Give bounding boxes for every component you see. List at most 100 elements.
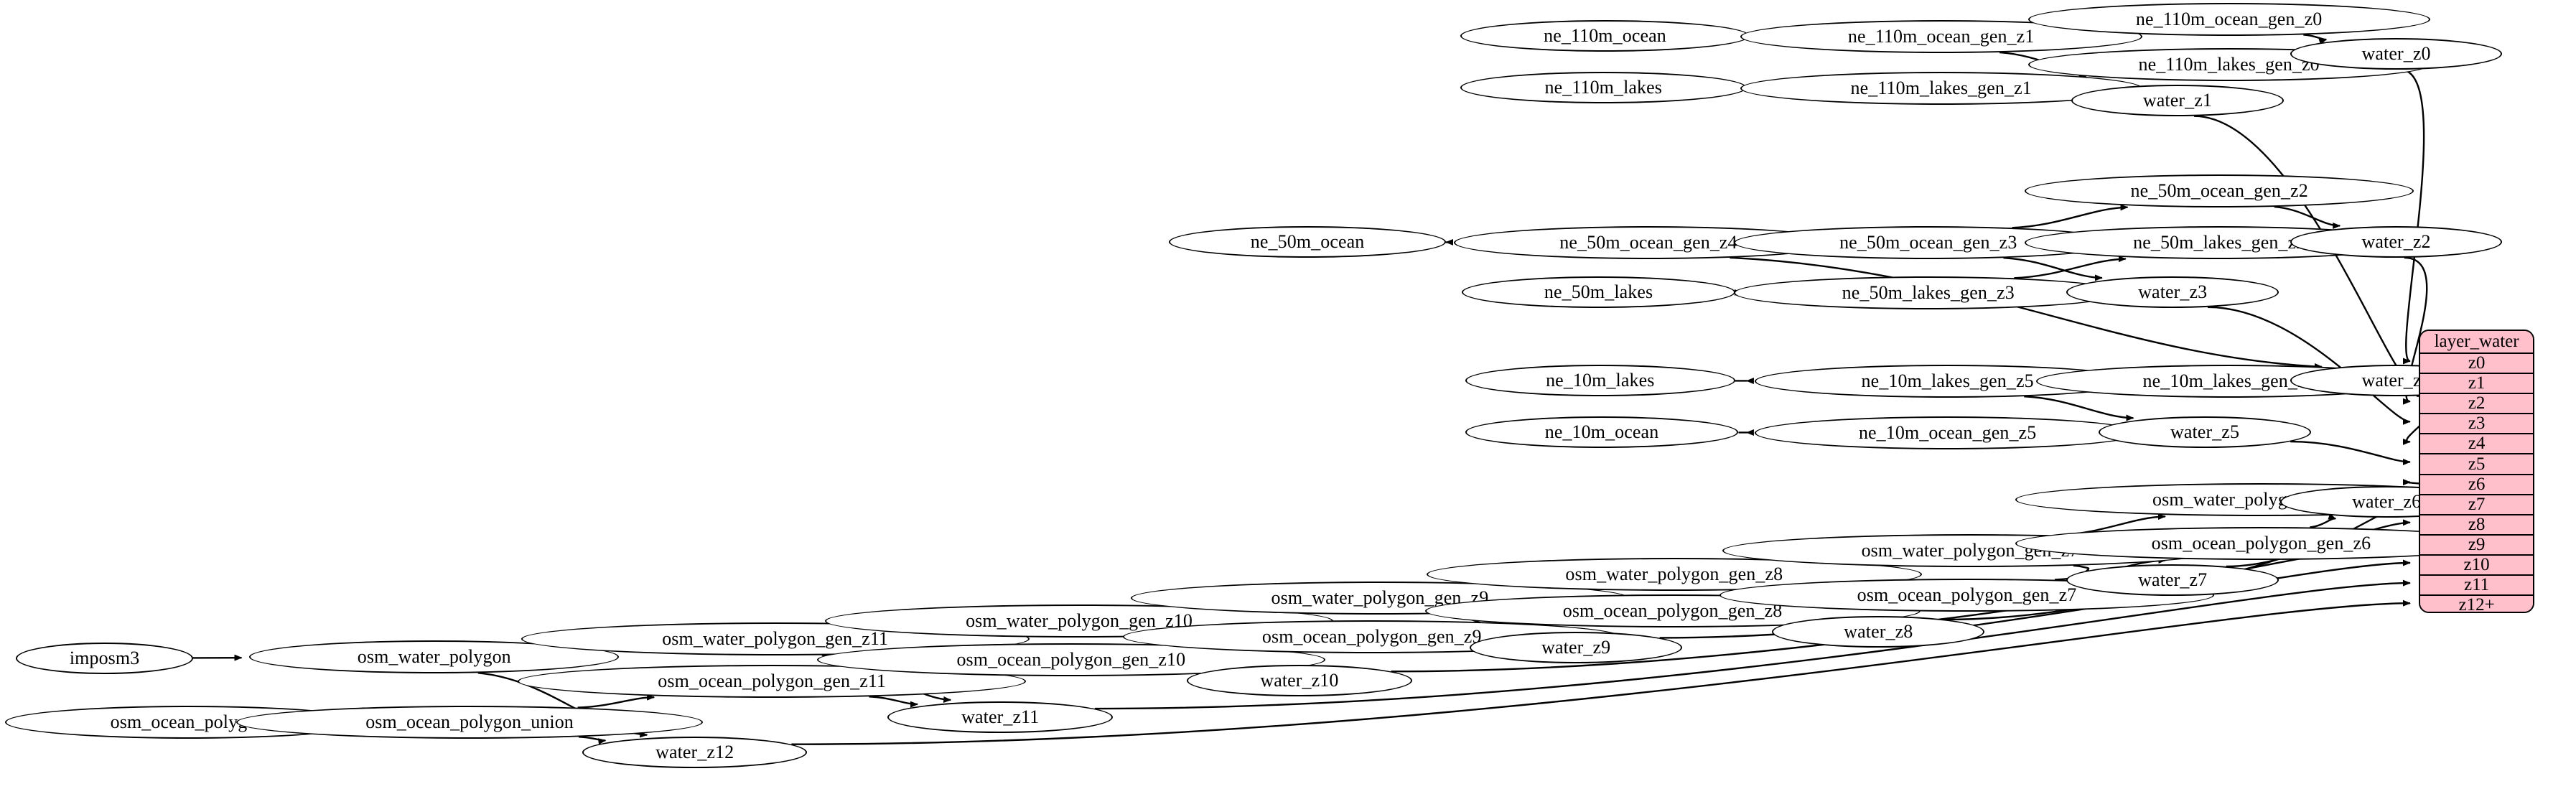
graph-edge: [2003, 257, 2103, 281]
graph-node-osm_ocean_polygon_union[interactable]: osm_ocean_polygon_union: [236, 706, 703, 739]
graph-node-label: imposm3: [69, 648, 140, 668]
graph-node-label: water_z3: [2138, 281, 2208, 302]
legend-row-z6[interactable]: z6: [2419, 473, 2534, 494]
graph-node-label: ne_10m_lakes_gen_z5: [1861, 370, 2034, 391]
legend-row-z7[interactable]: z7: [2419, 493, 2534, 514]
graph-node-osm_water_polygon_gen_z10[interactable]: osm_water_polygon_gen_z10: [825, 604, 1333, 638]
graph-node-label: osm_ocean_polygon_gen_z11: [658, 671, 887, 691]
graph-node-label: ne_110m_ocean_gen_z0: [2135, 9, 2323, 29]
graph-node-label: osm_ocean_polygon_union: [365, 711, 574, 732]
graph-node-label: water_z5: [2170, 421, 2240, 442]
graph-edge: [2290, 440, 2411, 465]
graph-edge: [2400, 68, 2425, 365]
graph-node-label: ne_10m_ocean: [1544, 421, 1659, 442]
graph-node-water_z5[interactable]: water_z5: [2099, 416, 2311, 448]
graph-edge: [2310, 513, 2337, 528]
graph-edge: [791, 599, 2411, 745]
graph-node-label: osm_ocean_polygon_gen_z10: [956, 649, 1186, 670]
graph-node-water_z2[interactable]: water_z2: [2290, 226, 2503, 258]
legend-row-z5[interactable]: z5: [2419, 453, 2534, 474]
graph-node-water_z11[interactable]: water_z11: [887, 701, 1114, 733]
graph-edge: [2303, 34, 2328, 45]
graph-node-label: ne_110m_ocean: [1544, 25, 1666, 46]
legend-row-z10[interactable]: z10: [2419, 554, 2534, 575]
graph-node-label: water_z7: [2138, 569, 2208, 590]
graph-node-label: water_z11: [961, 706, 1040, 727]
graph-node-water_z8[interactable]: water_z8: [1772, 616, 1985, 648]
graph-node-label: ne_50m_lakes_gen_z3: [1842, 282, 2015, 303]
graph-node-water_z10[interactable]: water_z10: [1187, 665, 1412, 696]
graph-node-label: ne_50m_lakes_gen_z2: [2133, 232, 2306, 253]
graph-edge: [2024, 395, 2134, 421]
graph-node-label: ne_10m_lakes_gen_z4: [2142, 370, 2315, 391]
graph-node-label: water_z0: [2361, 43, 2431, 64]
graph-edge: [2012, 204, 2129, 229]
graph-node-label: ne_50m_lakes: [1544, 281, 1653, 302]
graph-node-water_z7[interactable]: water_z7: [2066, 564, 2279, 596]
graph-node-ne_10m_lakes[interactable]: ne_10m_lakes: [1465, 365, 1735, 396]
graph-node-ne_110m_ocean[interactable]: ne_110m_ocean: [1460, 20, 1750, 52]
graph-node-label: water_z10: [1260, 670, 1339, 691]
graph-node-ne_50m_lakes_gen_z3[interactable]: ne_50m_lakes_gen_z3: [1733, 276, 2123, 309]
graph-node-water_z0[interactable]: water_z0: [2290, 38, 2503, 70]
graph-node-ne_50m_ocean[interactable]: ne_50m_ocean: [1169, 226, 1446, 258]
graph-node-label: ne_110m_lakes_gen_z1: [1850, 78, 2032, 98]
legend-row-z11[interactable]: z11: [2419, 574, 2534, 595]
graph-edge: [2274, 205, 2341, 229]
legend-row-z1[interactable]: z1: [2419, 373, 2534, 393]
graph-node-label: water_z8: [1844, 621, 1913, 642]
legend-row-z9[interactable]: z9: [2419, 533, 2534, 554]
graph-node-label: water_z6: [2352, 491, 2422, 512]
graph-node-label: ne_10m_lakes: [1546, 370, 1655, 391]
graph-edge: [577, 694, 655, 709]
graph-node-label: osm_ocean_polygon_gen_z7: [1857, 584, 2077, 605]
graph-node-label: water_z1: [2142, 90, 2212, 111]
graph-node-label: ne_50m_ocean: [1250, 231, 1365, 252]
graph-edge: [1730, 256, 2323, 370]
legend-row-z12plus[interactable]: z12+: [2419, 594, 2534, 612]
graph-node-ne_10m_ocean[interactable]: ne_10m_ocean: [1465, 416, 1739, 448]
legend-row-z8[interactable]: z8: [2419, 513, 2534, 534]
graph-node-water_z3[interactable]: water_z3: [2066, 276, 2279, 308]
graph-edge: [2208, 306, 2411, 425]
graph-edge: [2073, 564, 2090, 576]
graph-node-label: water_z9: [1541, 637, 1611, 658]
graph-node-label: ne_110m_lakes_gen_z0: [2138, 54, 2320, 75]
legend-row-z0[interactable]: z0: [2419, 353, 2534, 373]
graph-node-label: ne_110m_ocean_gen_z1: [1847, 26, 2035, 47]
graph-node-label: osm_ocean_polygon_gen_z8: [1562, 600, 1783, 621]
graph-node-label: ne_110m_lakes: [1544, 77, 1663, 98]
graph-node-label: water_z12: [655, 742, 734, 762]
graph-node-ne_110m_lakes[interactable]: ne_110m_lakes: [1460, 72, 1747, 103]
graph-node-label: ne_50m_ocean_gen_z2: [2130, 180, 2308, 201]
legend-row-z3[interactable]: z3: [2419, 413, 2534, 434]
graph-node-label: osm_water_polygon_gen_z11: [662, 628, 889, 649]
graph-node-imposm3[interactable]: imposm3: [16, 643, 193, 674]
graph-node-label: osm_ocean_polygon_gen_z6: [2151, 533, 2371, 554]
graph-node-label: osm_water_polygon: [357, 646, 511, 667]
graph-node-ne_50m_lakes[interactable]: ne_50m_lakes: [1462, 276, 1735, 308]
graph-node-ne_110m_ocean_gen_z1[interactable]: ne_110m_ocean_gen_z1: [1740, 20, 2142, 53]
graph-node-label: osm_water_polygon_gen_z8: [1565, 564, 1783, 584]
graph-edge: [578, 736, 607, 745]
graph-node-water_z12[interactable]: water_z12: [582, 737, 808, 768]
graph-node-label: osm_ocean_polygon_gen_z9: [1261, 626, 1482, 647]
graph-node-water_z1[interactable]: water_z1: [2071, 85, 2284, 116]
legend-row-z4[interactable]: z4: [2419, 433, 2534, 454]
graph-node-ne_110m_ocean_gen_z0[interactable]: ne_110m_ocean_gen_z0: [2027, 3, 2430, 36]
legend-row-z2[interactable]: z2: [2419, 393, 2534, 414]
graph-node-label: ne_10m_ocean_gen_z5: [1858, 422, 2037, 443]
graph-node-ne_10m_ocean_gen_z5[interactable]: ne_10m_ocean_gen_z5: [1754, 416, 2141, 449]
graph-edge: [869, 696, 918, 708]
graph-node-ne_50m_ocean_gen_z2[interactable]: ne_50m_ocean_gen_z2: [2025, 174, 2414, 207]
graph-node-label: water_z2: [2361, 231, 2431, 252]
legend-header: layer_water: [2419, 331, 2534, 353]
graph-edge: [2014, 256, 2127, 279]
graph-node-label: osm_water_polygon_gen_z10: [966, 610, 1193, 631]
graph-edge: [1391, 559, 2411, 673]
graph-node-label: ne_50m_ocean_gen_z3: [1839, 232, 2017, 253]
graph-node-osm_water_polygon[interactable]: osm_water_polygon: [249, 640, 620, 673]
graph-node-water_z9[interactable]: water_z9: [1470, 632, 1683, 663]
